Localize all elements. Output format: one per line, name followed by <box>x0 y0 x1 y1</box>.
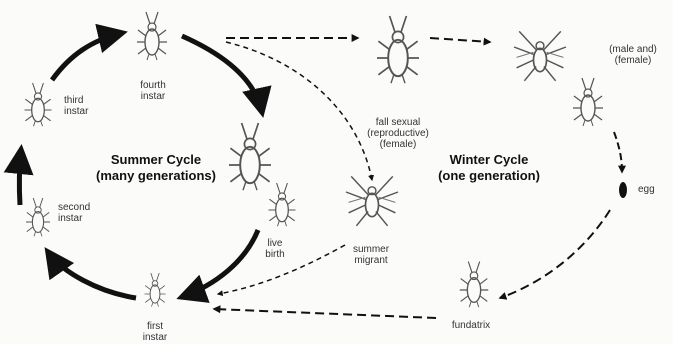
female-illustration <box>573 78 603 126</box>
arrow-fall-sexual-to-male-female <box>430 38 490 42</box>
arrow-live-birth-to-first <box>182 230 258 297</box>
arrow-male-female-to-egg <box>614 132 622 172</box>
summer-cycle-label: Summer Cycle (many generations) <box>86 152 226 184</box>
egg-label: egg <box>638 184 662 195</box>
arrow-fourth-to-summer-migrant <box>226 42 372 180</box>
arrow-second-to-third <box>19 150 21 205</box>
egg-illustration <box>619 182 627 198</box>
arrow-egg-to-fundatrix <box>500 210 610 298</box>
live-birth-label: live birth <box>252 238 298 260</box>
winter-cycle-label: Winter Cycle (one generation) <box>424 152 554 184</box>
arrow-fundatrix-to-first-instar <box>214 309 436 318</box>
first-instar-label: first instar <box>132 321 178 343</box>
second-instar-illustration <box>26 198 50 236</box>
summer-migrant-label: summer migrant <box>336 244 406 266</box>
fall-sexual-illustration <box>377 16 419 83</box>
fundatrix-label: fundatrix <box>438 320 504 331</box>
third-instar-illustration <box>25 83 52 126</box>
summer-migrant-illustration <box>346 176 398 225</box>
second-instar-label: second instar <box>58 202 108 224</box>
winter-cycle-subtitle: (one generation) <box>424 168 554 184</box>
arrow-first-to-second <box>48 252 136 298</box>
third-instar-label: third instar <box>64 95 104 117</box>
male-female-label: (male and) (female) <box>600 44 666 66</box>
summer-cycle-subtitle: (many generations) <box>86 168 226 184</box>
live-birth-nymph-illustration <box>269 183 296 226</box>
arrow-third-to-fourth <box>52 33 122 80</box>
first-instar-illustration <box>145 273 166 307</box>
fourth-instar-illustration <box>137 12 167 60</box>
summer-cycle-title: Summer Cycle <box>86 152 226 168</box>
live-birth-adult-illustration <box>229 123 271 190</box>
male-illustration <box>514 31 566 80</box>
winter-cycle-title: Winter Cycle <box>424 152 554 168</box>
fourth-instar-label: fourth instar <box>128 80 178 102</box>
fundatrix-illustration <box>460 262 489 308</box>
fall-sexual-label: fall sexual (reproductive) (female) <box>358 117 438 150</box>
arrow-fourth-to-live-birth <box>182 36 262 112</box>
